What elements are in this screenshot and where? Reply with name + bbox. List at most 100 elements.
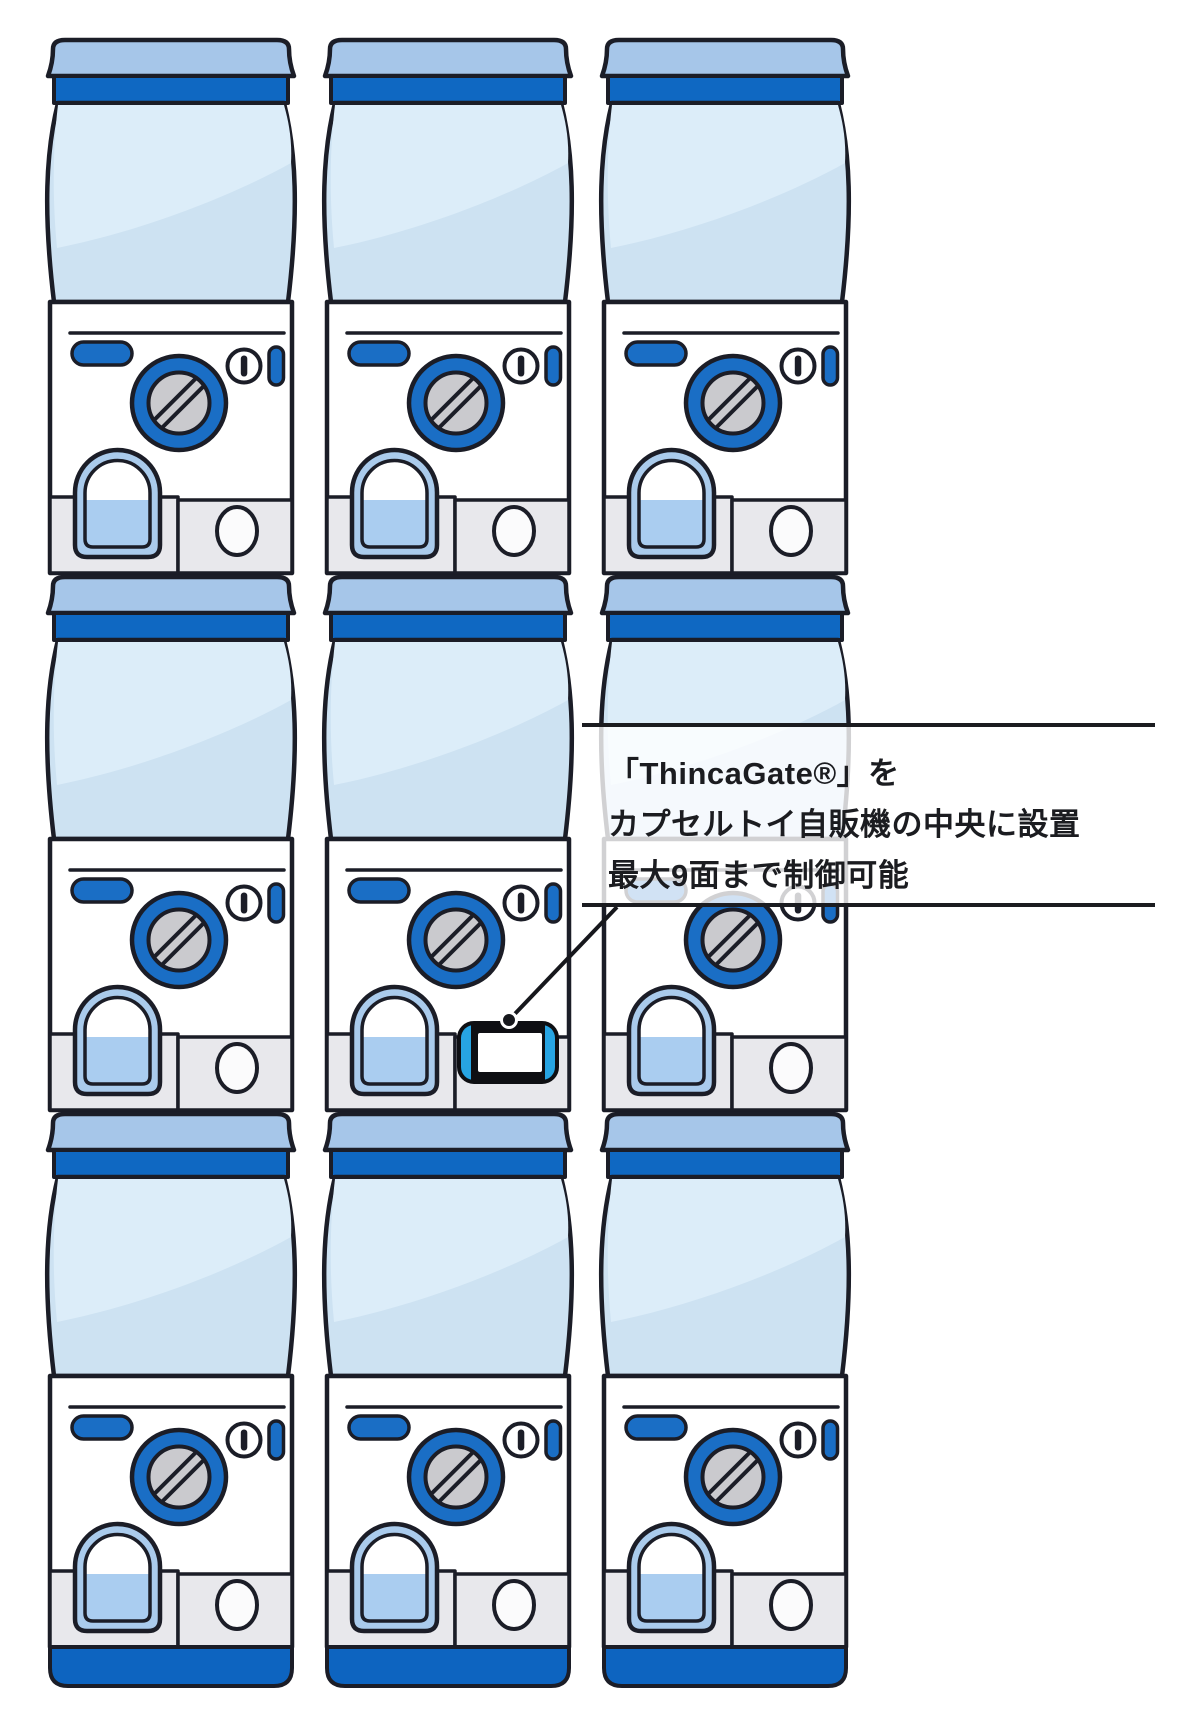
dome-highlight [330,105,569,248]
machine-cap [45,37,297,79]
price-plate [624,340,688,367]
machine-base [48,1645,294,1688]
callout-line-3: 最大9面まで制御可能 [608,858,910,893]
dial-slot [429,913,483,967]
machine-cap [45,1111,297,1153]
gacha-machine-r3c1 [42,1110,300,1690]
callout-box: 「ThincaGate®」を カプセルトイ自販機の中央に設置 最大9面まで制御可… [582,723,1155,907]
key-lock [492,505,536,557]
price-plate [347,1414,411,1441]
coin-return [267,882,286,924]
machine-cap [599,1111,851,1153]
price-plate [624,1414,688,1441]
gacha-machine-r2c1 [42,573,300,1153]
thincagate-device [457,1021,559,1084]
gacha-machine-r1c3 [596,36,854,616]
machine-cap [599,37,851,79]
coin-return [544,345,563,387]
gacha-machine-r2c2 [319,573,577,1153]
dial-knob [423,370,489,436]
coin-slot-slit [240,892,248,914]
machine-band [606,611,844,642]
machine-cap [599,574,851,616]
key-lock [492,1579,536,1631]
gacha-machine-r3c3 [596,1110,854,1690]
key-lock [769,1042,813,1094]
gacha-machine-r1c2 [319,36,577,616]
dial-slot [706,913,760,967]
price-plate [70,1414,134,1441]
machine-band [606,74,844,105]
dial-knob [700,1444,766,1510]
dial-knob [146,1444,212,1510]
dial-knob [146,907,212,973]
outlet-capsule-fill [362,1574,427,1621]
outlet-capsule-fill [85,1574,150,1621]
dome-highlight [53,642,292,785]
outlet-inner-line [83,1532,152,1623]
dial-slot [429,376,483,430]
key-lock [215,1579,259,1631]
coin-return [544,1419,563,1461]
dial-slot [706,1450,760,1504]
price-plate [70,340,134,367]
price-plate [70,877,134,904]
machine-cap [45,574,297,616]
dial-slot [706,376,760,430]
machine-band [329,1148,567,1179]
machine-band [606,1148,844,1179]
dome-highlight [330,1179,569,1322]
key-lock [769,1579,813,1631]
dial-slot [152,1450,206,1504]
machine-base [325,1645,571,1688]
outlet-inner-line [360,995,429,1086]
price-plate [347,340,411,367]
machine-base [602,1645,848,1688]
dial-knob [700,370,766,436]
callout-line-2: カプセルトイ自販機の中央に設置 [608,807,1081,842]
dome-highlight [53,105,292,248]
outlet-capsule-fill [85,500,150,547]
machine-band [52,611,290,642]
outlet-capsule-fill [639,1037,704,1084]
outlet-capsule-fill [639,1574,704,1621]
coin-slot-slit [517,1429,525,1451]
key-lock [215,505,259,557]
coin-slot-slit [794,355,802,377]
dome-highlight [607,105,846,248]
coin-slot-slit [794,1429,802,1451]
coin-return [544,882,563,924]
machine-band [52,74,290,105]
dial-slot [152,913,206,967]
outlet-inner-line [637,995,706,1086]
outlet-capsule-fill [362,500,427,547]
gacha-machine-r3c2 [319,1110,577,1690]
key-lock [769,505,813,557]
dial-knob [423,1444,489,1510]
dial-knob [423,907,489,973]
machine-band [329,74,567,105]
outlet-inner-line [637,1532,706,1623]
outlet-inner-line [83,458,152,549]
dial-knob [700,907,766,973]
outlet-inner-line [637,458,706,549]
machine-cap [322,37,574,79]
gacha-machine-r1c1 [42,36,300,616]
device-screen [478,1033,542,1072]
dome-highlight [53,1179,292,1322]
dial-knob [146,370,212,436]
outlet-capsule-fill [85,1037,150,1084]
coin-slot-slit [517,355,525,377]
dome-highlight [330,642,569,785]
coin-slot-slit [240,1429,248,1451]
machine-cap [322,1111,574,1153]
machine-band [52,1148,290,1179]
dial-slot [429,1450,483,1504]
outlet-inner-line [360,1532,429,1623]
outlet-inner-line [360,458,429,549]
machine-cap [322,574,574,616]
coin-slot-slit [240,355,248,377]
coin-return [267,1419,286,1461]
outlet-capsule-fill [639,500,704,547]
